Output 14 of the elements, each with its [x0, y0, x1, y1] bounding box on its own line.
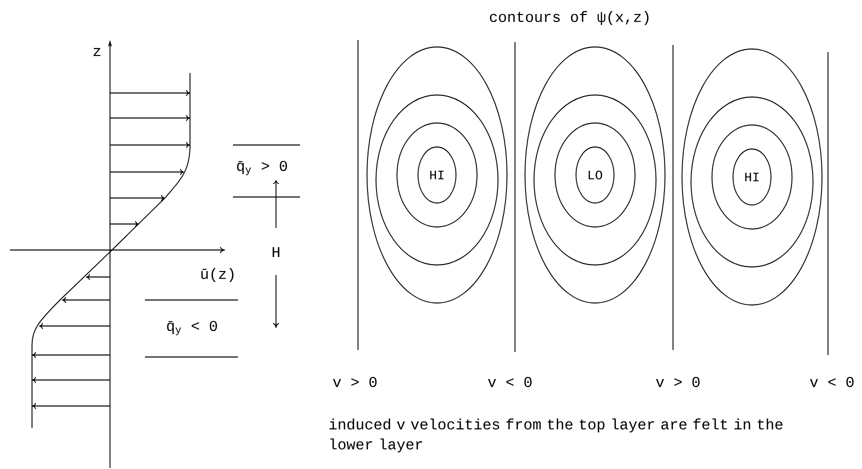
velocity-label: v < 0: [488, 376, 532, 388]
caption: induced v velocities from the top layer are felt in the lower layer: [330, 418, 782, 452]
title: contours of ψ(x,z): [490, 11, 648, 25]
contour-label: LO: [576, 146, 614, 204]
contour-label: HI: [732, 148, 772, 206]
velocity-label: v > 0: [333, 376, 377, 388]
dimension-label: H: [272, 247, 280, 257]
velocity-label: v < 0: [810, 376, 854, 388]
contour-label: HI: [418, 146, 456, 204]
layer-label: q̄$_{y}$ > 0: [237, 160, 287, 176]
axis-label: z: [94, 48, 100, 56]
axis-label: ū(z): [201, 268, 234, 282]
velocity-label: v > 0: [656, 376, 700, 388]
layer-label: q̄$_{y}$ < 0: [167, 320, 217, 336]
